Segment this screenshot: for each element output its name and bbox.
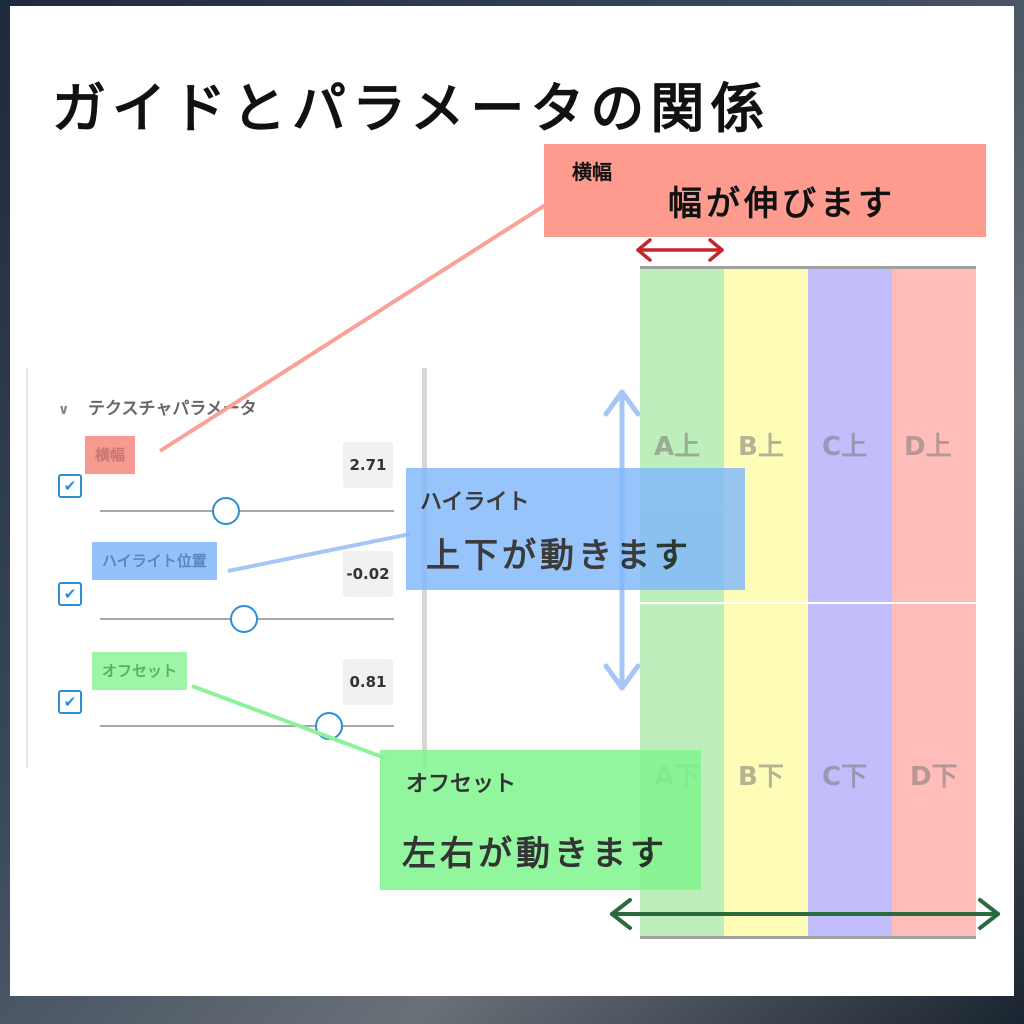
callout-width: 横幅 幅が伸びます xyxy=(544,144,986,237)
callout-width-title: 横幅 xyxy=(572,160,612,184)
callout-offset: オフセット 左右が動きます xyxy=(380,750,701,890)
param-label-width: 横幅 xyxy=(85,436,136,474)
stripe-mid-line xyxy=(640,602,976,604)
connector-line-offset xyxy=(191,684,386,760)
stripe-label-d-bottom: D下 xyxy=(910,762,958,792)
callout-highlight-title: ハイライト xyxy=(420,490,530,515)
callout-highlight-desc: 上下が動きます xyxy=(426,536,692,576)
panel-border xyxy=(26,368,28,768)
param-label-offset: オフセット xyxy=(92,652,188,690)
connector-line-highlight xyxy=(227,532,411,573)
chevron-down-icon[interactable]: ∨ xyxy=(58,402,70,418)
offset-arrow-layer xyxy=(610,898,1000,930)
connector-line-width xyxy=(158,200,552,453)
offset-arrow xyxy=(610,898,1000,930)
stripe-label-b-top: B上 xyxy=(738,432,784,462)
callout-offset-desc: 左右が動きます xyxy=(402,834,668,874)
callout-width-desc: 幅が伸びます xyxy=(668,184,896,224)
width-arrow xyxy=(636,238,724,262)
param-value-width[interactable]: 2.71 xyxy=(343,442,393,488)
param-slider-thumb-width[interactable] xyxy=(212,497,241,525)
param-value-highlight-position[interactable]: -0.02 xyxy=(343,551,393,597)
param-slider-track-offset[interactable] xyxy=(100,725,394,727)
callout-highlight: ハイライト 上下が動きます xyxy=(406,468,745,590)
param-checkbox-highlight-position[interactable]: ✔ xyxy=(58,582,82,606)
stripe-label-c-top: C上 xyxy=(822,432,868,462)
param-value-offset[interactable]: 0.81 xyxy=(343,659,393,705)
stripe-bottom-line xyxy=(640,936,976,939)
stripe-label-d-top: D上 xyxy=(904,432,952,462)
stripe-label-a-top: A上 xyxy=(654,432,701,462)
param-slider-thumb-highlight-position[interactable] xyxy=(230,605,259,633)
param-checkbox-offset[interactable]: ✔ xyxy=(58,690,82,714)
stripe-label-c-bottom: C下 xyxy=(822,762,868,792)
stripe-top-line xyxy=(640,266,976,269)
page-title: ガイドとパラメータの関係 xyxy=(52,77,771,140)
param-label-highlight-position: ハイライト位置 xyxy=(92,542,217,580)
canvas: ガイドとパラメータの関係 A上 B上 C上 D上 A下 B下 C下 D下 ∨テク… xyxy=(10,6,1014,996)
stripe-label-b-bottom: B下 xyxy=(738,762,784,792)
param-checkbox-width[interactable]: ✔ xyxy=(58,474,82,498)
param-slider-track-width[interactable] xyxy=(100,510,394,512)
callout-offset-title: オフセット xyxy=(406,772,517,797)
